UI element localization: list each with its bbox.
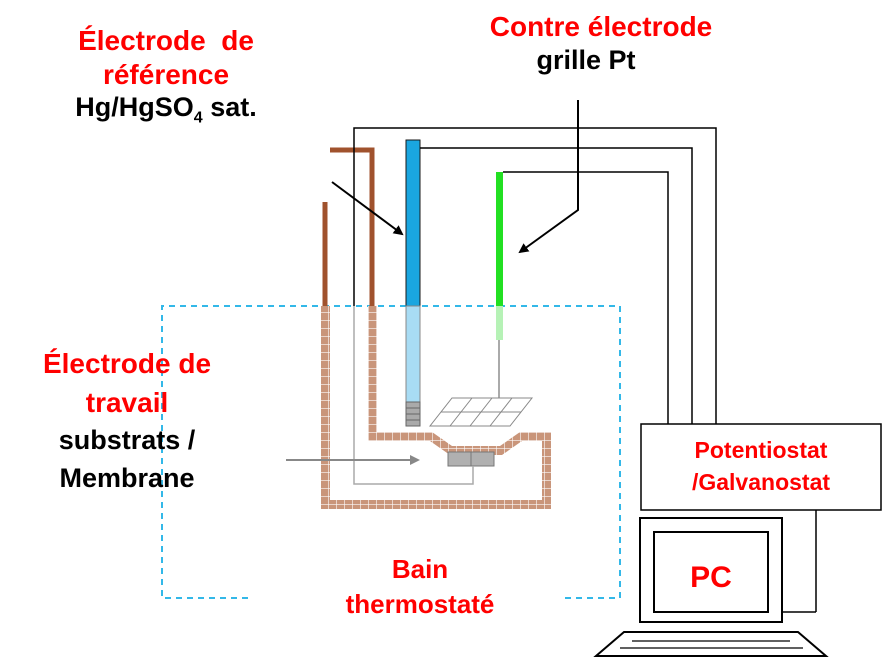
counter-electrode-label: Contre électrode grille Pt [446, 10, 756, 76]
pc-keyboard [593, 631, 829, 657]
cell-wall-inner-floor [368, 432, 551, 455]
bath-label-line2: thermostaté [345, 589, 495, 620]
counter-electrode-rod-immersed [496, 306, 503, 340]
potentiostat-box [640, 423, 882, 511]
formula-prefix: Hg/HgSO [75, 92, 194, 123]
potentiostat-label-line1: Potentiostat [694, 437, 828, 463]
connection-wires [353, 127, 717, 424]
counter-electrode-subtitle: grille Pt [536, 44, 636, 75]
reference-electrode-formula: Hg/HgSO4 sat. [8, 91, 324, 128]
reference-electrode-label: Électrode de référence Hg/HgSO4 sat. [8, 24, 324, 128]
working-electrode-title-line2: travail [85, 387, 169, 419]
counter-electrode-title: Contre électrode [489, 11, 713, 42]
bath-label: Bain thermostaté [300, 552, 540, 622]
pc-label: PC [690, 561, 732, 594]
working-electrode-wire [353, 306, 474, 485]
potentiostat-label: Potentiostat /Galvanostat [641, 434, 881, 498]
platinum-grid [428, 397, 534, 427]
bath-dashed-outline [161, 305, 621, 599]
cell-inner-wall [330, 147, 375, 306]
counter-electrode-arrow [518, 100, 579, 254]
reference-electrode-title-line2: référence [102, 58, 230, 90]
reference-electrode-tube-immersed [405, 305, 421, 403]
reference-electrode-title-line1: Électrode de [78, 25, 254, 56]
pc-monitor [639, 517, 783, 623]
working-electrode-title-line1: Électrode de [42, 348, 212, 379]
reference-electrode-tube [405, 139, 421, 307]
counter-electrode-rod [496, 172, 503, 306]
cell-wall-inner-left [368, 306, 377, 438]
reference-electrode-arrow [331, 181, 404, 236]
cell-wall-bottom [321, 500, 551, 509]
working-electrode-label: Électrode de travail substrats / Membran… [2, 344, 252, 498]
bath-label-line1: Bain [391, 554, 449, 584]
working-electrode-substrate: substrats / [58, 425, 196, 456]
formula-subscript: 4 [193, 109, 203, 127]
cell-wall-right [542, 432, 551, 509]
cell-wall-left-outer [321, 306, 330, 508]
formula-suffix: sat. [202, 92, 257, 123]
working-electrode-membrane: Membrane [59, 463, 195, 494]
potentiostat-label-line2: /Galvanostat [691, 469, 831, 496]
